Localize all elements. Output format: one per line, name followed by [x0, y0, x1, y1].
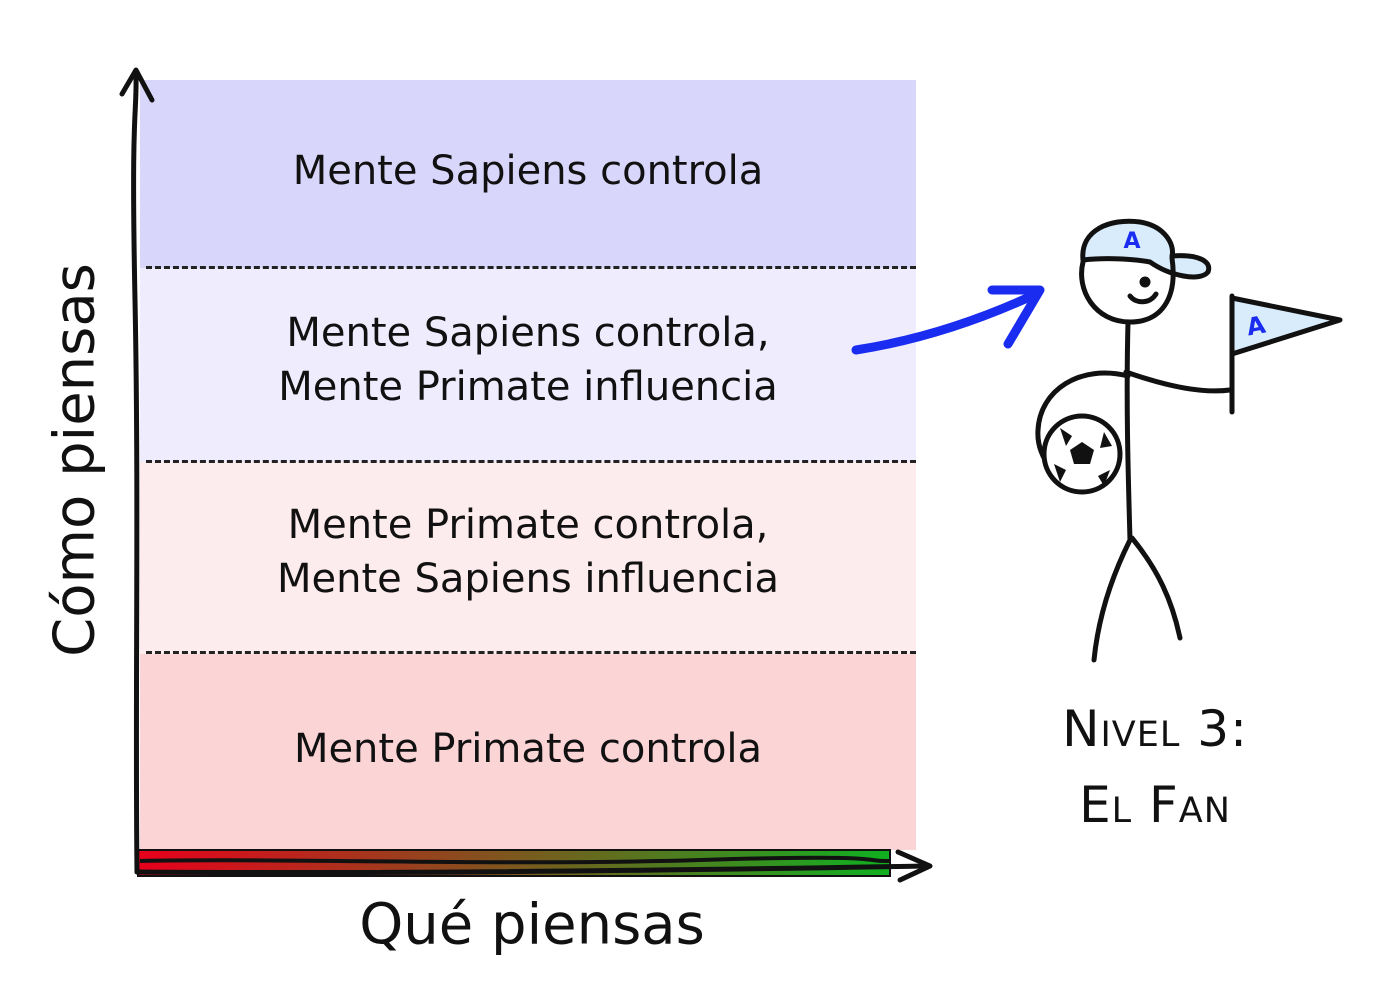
level-title-line1: Nivel 3:: [1062, 700, 1248, 758]
divider-2: [146, 460, 916, 463]
x-axis-line: [134, 863, 928, 876]
band-label-1: Mente Sapiens controla: [292, 148, 764, 194]
pointer-arrow: [851, 289, 1041, 355]
leg-left-icon: [1091, 537, 1133, 663]
pennant-letter: A: [1244, 311, 1268, 342]
fan-figure: [1035, 218, 1343, 663]
band-label-4: Mente Primate controla: [293, 726, 763, 772]
pennant-flag-icon: [1229, 295, 1343, 357]
cap-letter: A: [1123, 229, 1140, 254]
x-axis-label: Qué piensas: [359, 892, 705, 958]
divider-3: [146, 651, 916, 654]
gradient-bar-stroke: [139, 855, 891, 865]
band-sapiens-controls-primate-influences: [140, 268, 916, 462]
cap-icon: [1080, 218, 1212, 280]
band-label-3: Mente Primate controla, Mente Sapiens in…: [277, 502, 779, 602]
smile-icon: [1127, 291, 1159, 305]
eye-icon: [1139, 276, 1151, 288]
divider-1: [146, 266, 916, 269]
arm-right-icon: [1123, 369, 1233, 394]
y-axis-line: [131, 69, 140, 875]
leg-right-icon: [1129, 535, 1183, 641]
band-sapiens-controls: [140, 80, 916, 268]
band-primate-controls-sapiens-influences: [140, 462, 916, 654]
band-primate-controls: [140, 654, 916, 850]
level-title-line2: El Fan: [1079, 776, 1231, 834]
y-axis-arrowhead: [119, 67, 155, 103]
pointer-arrowhead: [987, 285, 1045, 349]
x-axis-arrowhead: [895, 849, 933, 883]
soccer-ball-icon: [1041, 413, 1123, 495]
body-icon: [1124, 319, 1133, 543]
band-label-2: Mente Sapiens controla, Mente Primate in…: [278, 310, 778, 410]
